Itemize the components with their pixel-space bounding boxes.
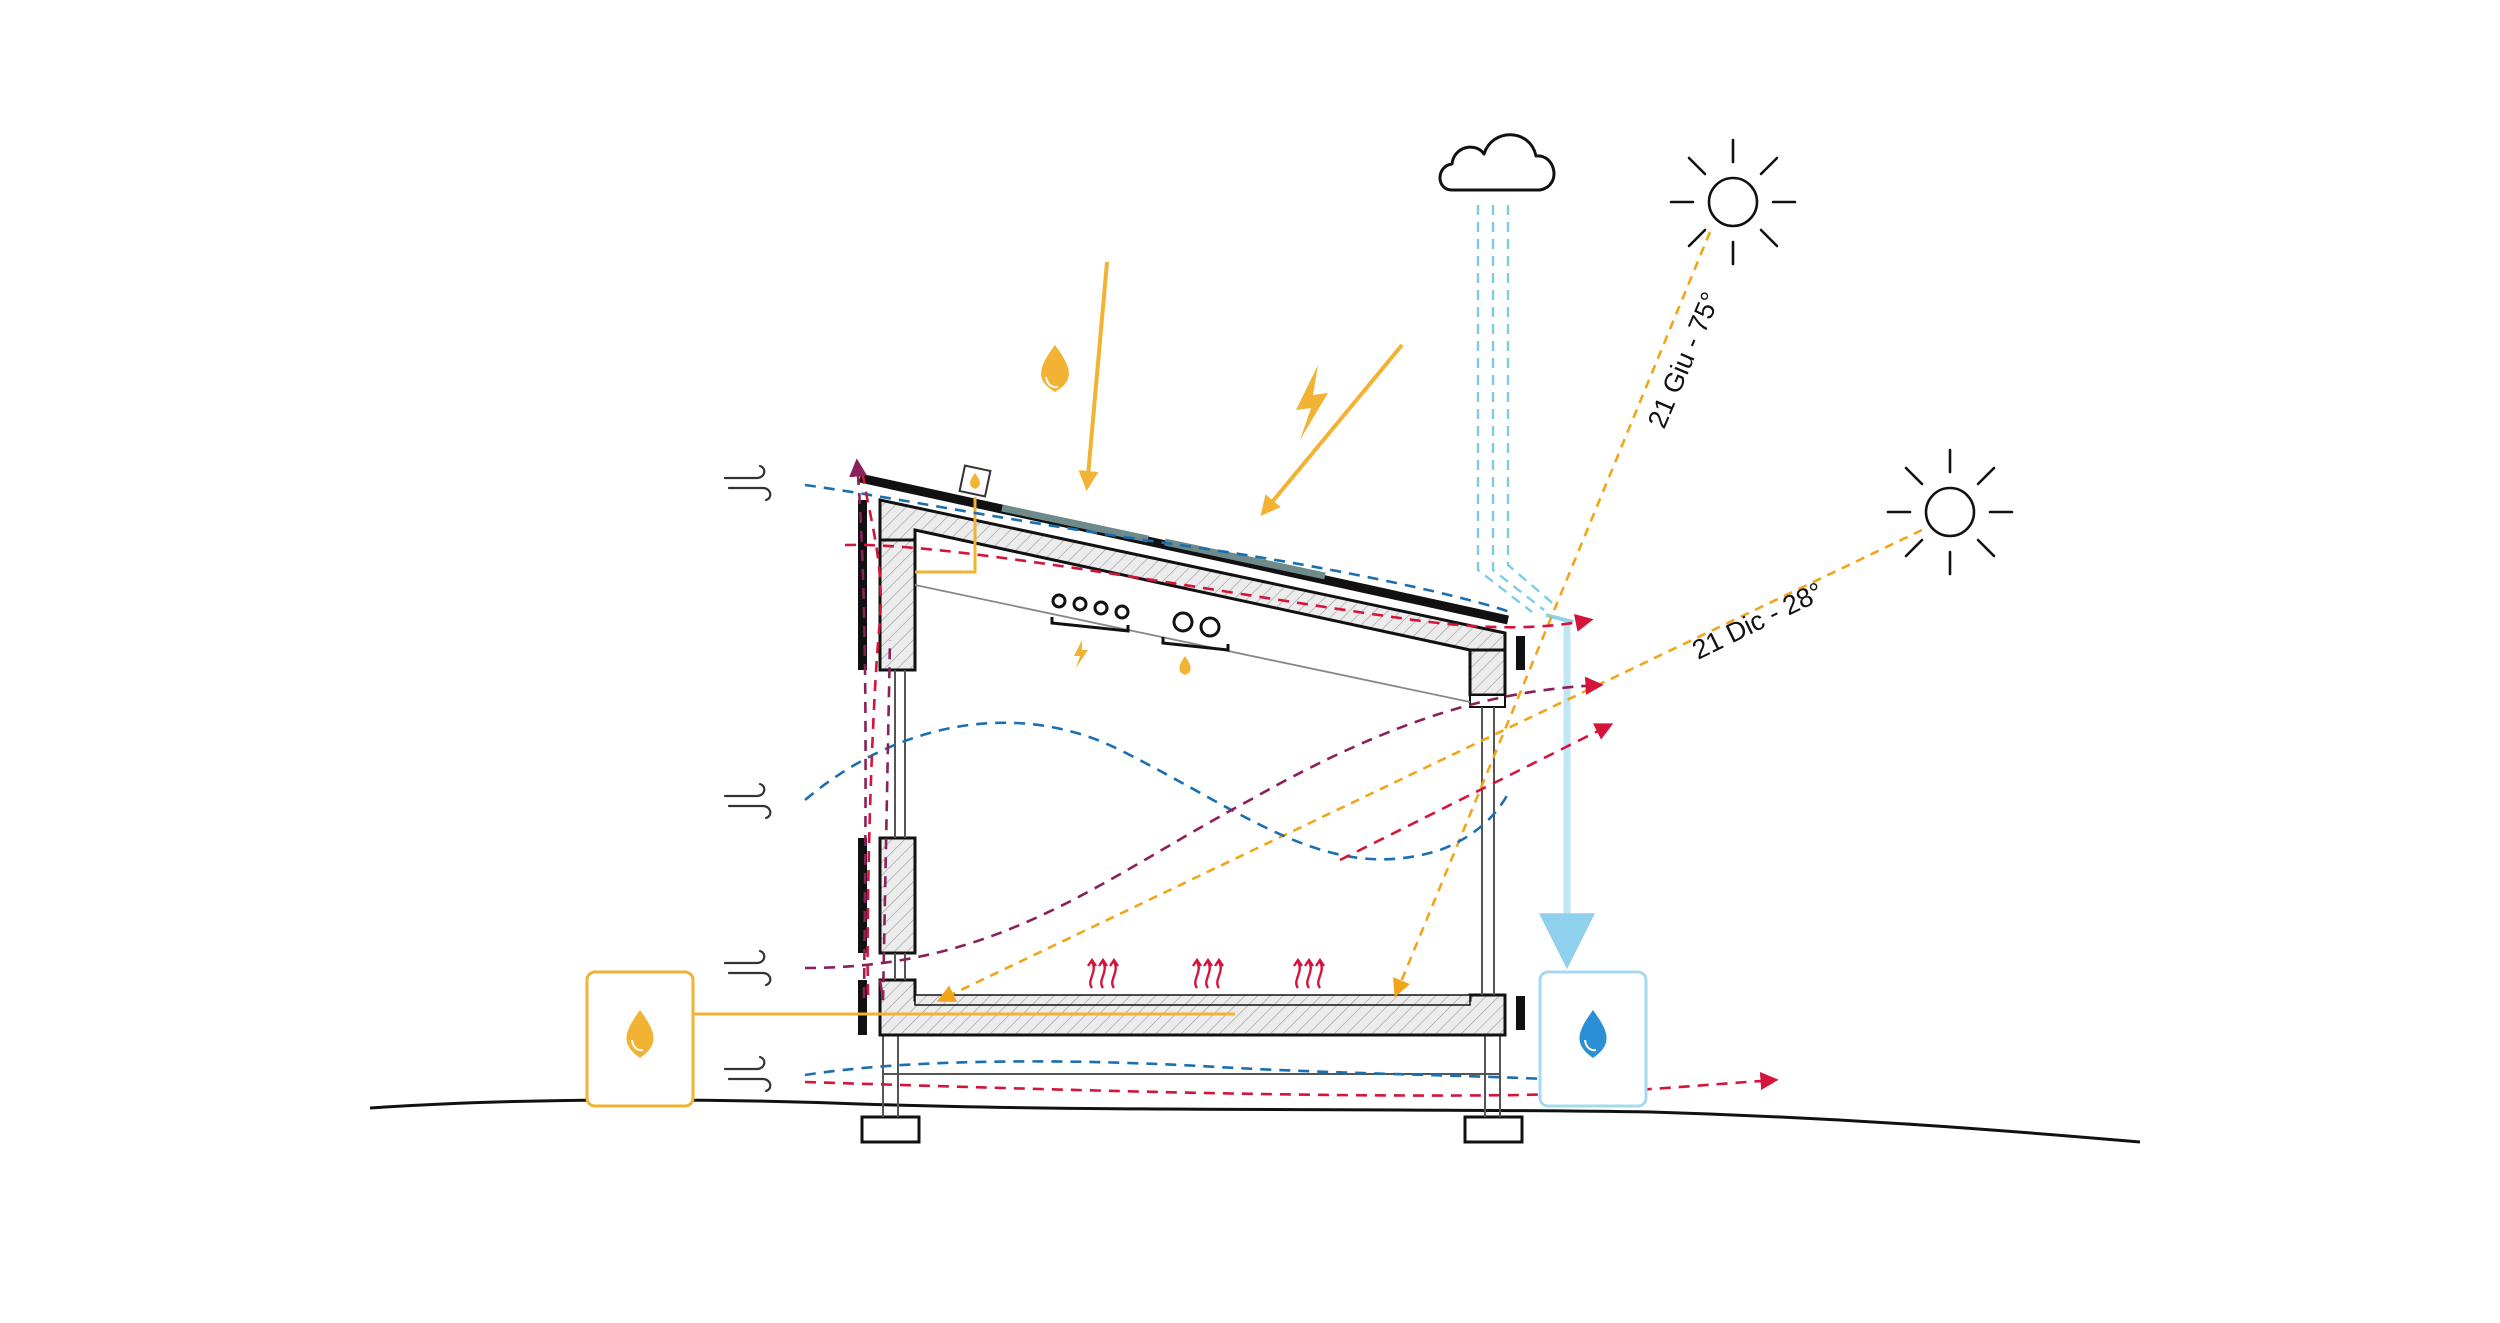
rainwater-tank xyxy=(1538,970,1648,1108)
drop-orange-icon xyxy=(1041,345,1069,392)
ventilation-flows xyxy=(804,458,1779,1097)
pv-panel-icon xyxy=(1001,504,1326,580)
lamp-icon xyxy=(1050,593,1230,675)
left-wall-upper xyxy=(878,538,917,672)
wind-icon xyxy=(723,464,772,1093)
sun-summer-icon xyxy=(1669,138,1797,266)
rainwater-flow xyxy=(1476,205,1595,970)
sun-ray-paths xyxy=(936,231,1923,1002)
floor-slab xyxy=(878,978,1507,1037)
right-wall-upper xyxy=(1468,648,1507,697)
solar-collector-icon xyxy=(915,464,992,574)
heat-waves-icon xyxy=(1087,957,1325,989)
solar-gain-arrows xyxy=(1078,261,1404,517)
building-section xyxy=(858,473,1525,1037)
hot-water-tank xyxy=(585,970,1235,1108)
foundation xyxy=(860,1035,1524,1144)
lightning-icon xyxy=(1296,365,1328,440)
cloud-icon xyxy=(1438,133,1556,192)
summer-sun-label: 21 Giu - 75° xyxy=(1642,288,1726,433)
sun-winter-icon xyxy=(1886,448,2014,576)
winter-sun-label: 21 Dic - 28° xyxy=(1687,576,1827,665)
